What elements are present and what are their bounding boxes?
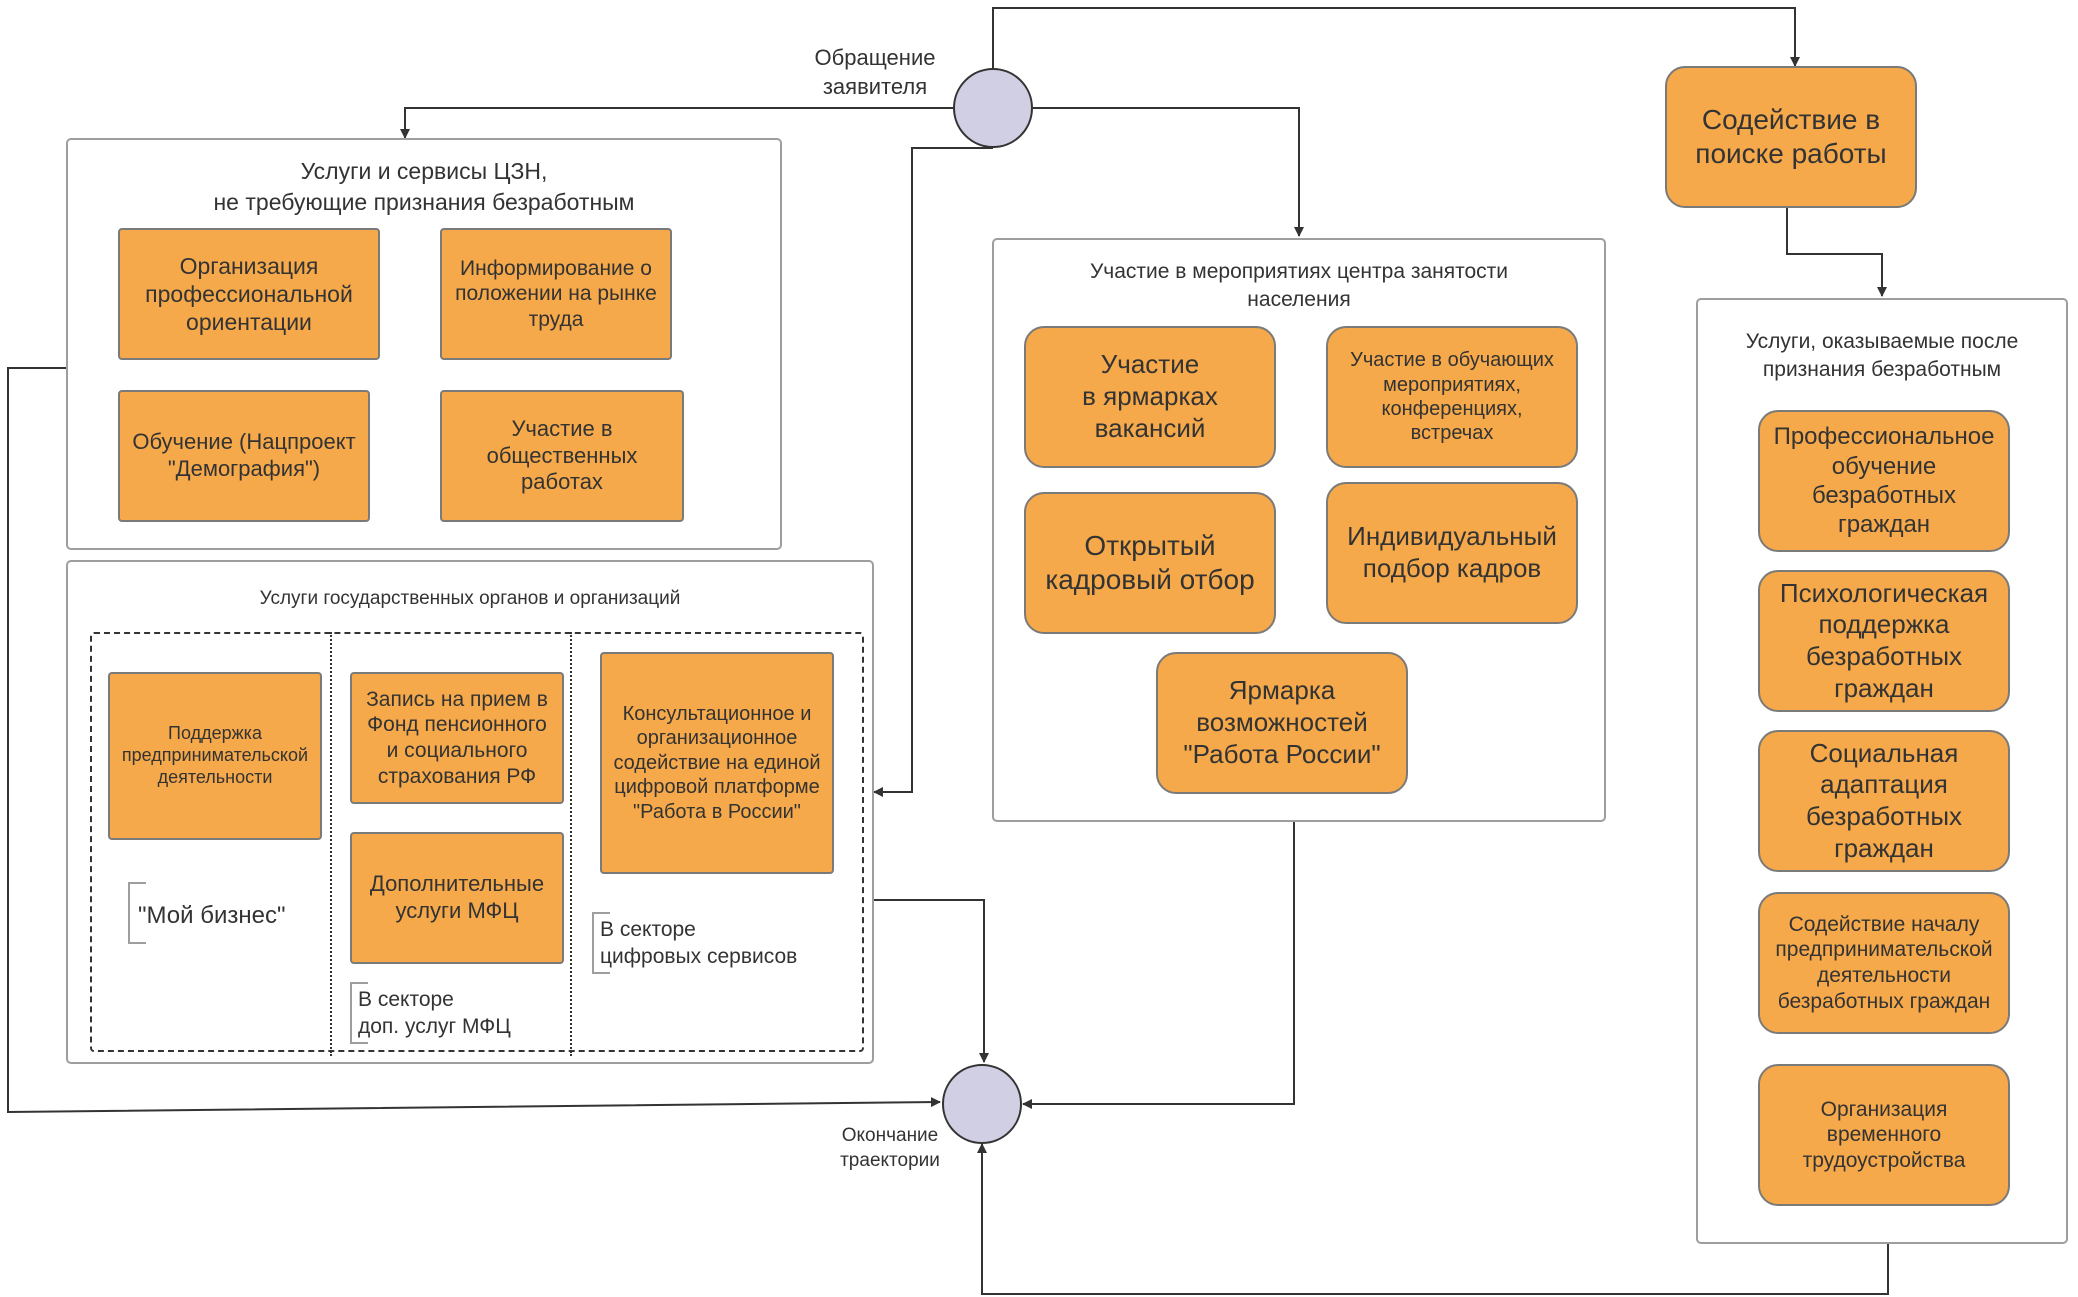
czn-box-career-guidance: Организация профессиональной ориентации — [118, 228, 380, 360]
events-box-opportunities-fair: Ярмарка возможностей "Работа России" — [1156, 652, 1408, 794]
events-box-open-recruitment: Открытый кадровый отбор — [1024, 492, 1276, 634]
unemployed-box-psychological-support: Психологическая поддержка безработных гр… — [1758, 570, 2010, 712]
czn-box-public-works: Участие в общественных работах — [440, 390, 684, 522]
gov-box-business-support: Поддержка предпринимательской деятельнос… — [108, 672, 322, 840]
unemployed-box-social-adaptation: Социальная адаптация безработных граждан — [1758, 730, 2010, 872]
job-search-box: Содействие в поиске работы — [1665, 66, 1917, 208]
sector-divider-1 — [330, 632, 332, 1056]
events-box-job-fairs: Участие в ярмарках вакансий — [1024, 326, 1276, 468]
czn-box-labor-market-info: Информирование о положении на рынке труд… — [440, 228, 672, 360]
annotation-mfc-sector: В секторе доп. услуг МФЦ — [358, 988, 511, 1039]
edge-start-gov — [873, 147, 993, 797]
end-node-label: Окончание траектории — [840, 1125, 940, 1171]
edge-job-unemployed — [1786, 208, 1887, 297]
czn-box-demography-training: Обучение (Нацпроект "Демография") — [118, 390, 370, 522]
end-node — [942, 1064, 1022, 1144]
gov-box-mfc-services: Дополнительные услуги МФЦ — [350, 832, 564, 964]
czn-panel-title: Услуги и сервисы ЦЗН, не требующие призн… — [213, 158, 635, 216]
unemployed-box-vocational-training: Профессиональное обучение безработных гр… — [1758, 410, 2010, 552]
edge-start-job — [992, 7, 1800, 68]
edge-events-end — [1022, 822, 1295, 1109]
start-node-label: Обращение заявителя — [814, 45, 936, 99]
gov-services-panel: Услуги государственных органов и организ… — [66, 560, 874, 1064]
unemployed-services-panel: Услуги, оказываемые после признания безр… — [1696, 298, 2068, 1244]
unemployed-box-business-start: Содействие началу предпринимательской де… — [1758, 892, 2010, 1034]
events-box-individual-selection: Индивидуальный подбор кадров — [1326, 482, 1578, 624]
edge-gov-end — [874, 899, 989, 1063]
annotation-my-business: "Мой бизнес" — [138, 902, 286, 929]
start-node — [953, 68, 1033, 148]
annotation-digital-sector: В секторе цифровых сервисов — [600, 918, 798, 969]
annotation-bracket-2 — [350, 982, 368, 1044]
czn-services-panel: Услуги и сервисы ЦЗН, не требующие призн… — [66, 138, 782, 550]
unemployed-box-temporary-employment: Организация временного трудоустройства — [1758, 1064, 2010, 1206]
edge-unemployed-end — [977, 1143, 1889, 1295]
sector-divider-2 — [570, 632, 572, 1056]
edge-czn-end — [7, 367, 941, 1114]
gov-sectors-frame — [90, 632, 864, 1052]
gov-panel-title: Услуги государственных органов и организ… — [259, 588, 681, 609]
events-box-training-events: Участие в обучающих мероприятиях, конфер… — [1326, 326, 1578, 468]
edge-start-events — [1033, 107, 1304, 237]
gov-box-pension-fund: Запись на прием в Фонд пенсионного и соц… — [350, 672, 564, 804]
events-panel-title: Участие в мероприятиях центра занятости … — [1089, 260, 1509, 312]
annotation-bracket-1 — [128, 882, 146, 944]
events-panel: Участие в мероприятиях центра занятости … — [992, 238, 1606, 822]
edge-start-czn — [400, 107, 955, 139]
annotation-bracket-3 — [592, 912, 610, 974]
gov-box-work-in-russia-platform: Консультационное и организационное содей… — [600, 652, 834, 874]
unemployed-panel-title: Услуги, оказываемые после признания безр… — [1745, 330, 2019, 382]
